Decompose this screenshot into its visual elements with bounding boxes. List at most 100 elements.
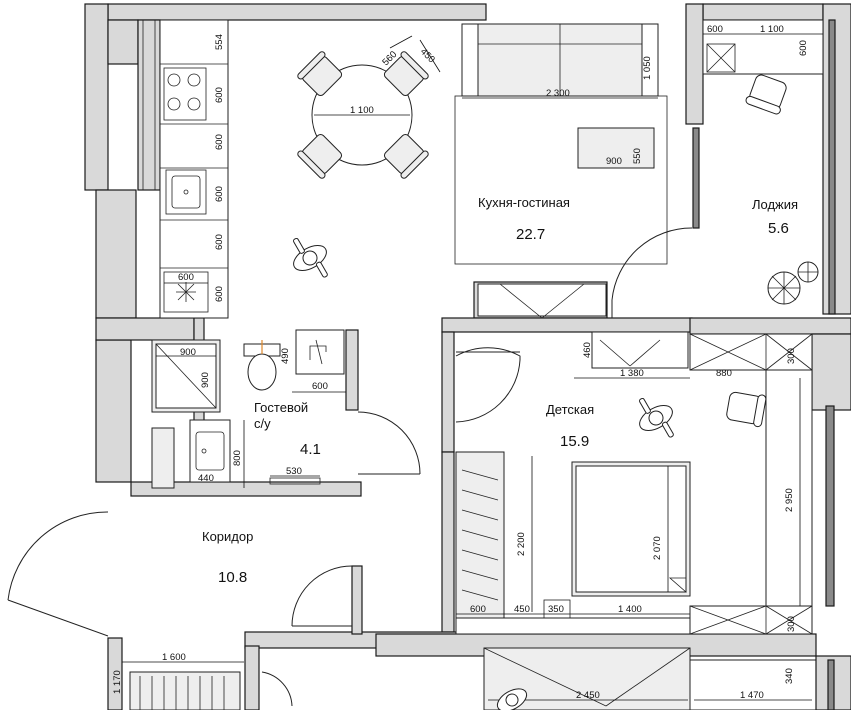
dim-600: 600 xyxy=(312,381,328,392)
bidet-icon xyxy=(295,329,345,375)
dim-2070: 2 070 xyxy=(652,536,663,560)
kids-wardrobe-top xyxy=(689,333,813,371)
door-swing xyxy=(291,565,353,627)
dim-1170: 1 170 xyxy=(112,670,123,694)
wall-left-mid xyxy=(95,189,137,319)
wall-left-upper xyxy=(84,3,109,191)
person-icon xyxy=(496,688,528,710)
dim-340: 340 xyxy=(784,668,795,684)
wall-left-stub xyxy=(107,19,139,65)
room-name-kids: Детская xyxy=(546,402,594,417)
dim-300: 300 xyxy=(786,616,797,632)
dim-600: 600 xyxy=(178,272,194,283)
person-icon xyxy=(293,237,328,278)
room-area-kids: 15.9 xyxy=(560,433,589,450)
wall-kitchen-bottom-left xyxy=(95,317,195,341)
dim-2200: 2 200 xyxy=(516,532,527,556)
carpet xyxy=(454,95,668,265)
room-name-kitchen-living: Кухня-гостиная xyxy=(478,195,570,210)
loggia-glazing xyxy=(692,127,700,229)
dim-460: 460 xyxy=(582,342,593,358)
wall-left-wc xyxy=(95,339,132,483)
wc-cabinet xyxy=(151,427,175,489)
wall-corridor-stub xyxy=(351,565,363,635)
dim-900: 900 xyxy=(606,156,622,167)
door-swing xyxy=(357,411,421,475)
kitchen-sink-icon xyxy=(165,169,207,215)
wall-wc-right xyxy=(345,329,359,411)
dim-450: 450 xyxy=(514,604,530,615)
dim-490: 490 xyxy=(280,348,291,364)
plant-icon xyxy=(767,261,819,305)
fridge-icon xyxy=(163,271,209,313)
dim-800: 800 xyxy=(232,450,243,466)
sofa xyxy=(461,23,659,97)
wall-wardrobe-left xyxy=(107,637,123,710)
dim-600: 600 xyxy=(214,234,225,250)
wall-kids-right-upper xyxy=(811,333,851,411)
dim-2450: 2 450 xyxy=(576,690,600,701)
door-swing xyxy=(611,227,693,301)
bottom-window xyxy=(827,659,835,710)
door-swing xyxy=(455,347,521,423)
corridor-wardrobe xyxy=(129,671,241,710)
dim-1100: 1 100 xyxy=(760,24,784,35)
dim-1600: 1 600 xyxy=(162,652,186,663)
tv-stand xyxy=(477,283,607,319)
dim-2950: 2 950 xyxy=(784,488,795,512)
wall-kids-left xyxy=(441,331,455,453)
wall-loggia-right xyxy=(822,3,851,315)
wall-wc-bottom xyxy=(130,481,362,497)
bottom-room-furniture xyxy=(483,647,817,710)
wall-top xyxy=(107,3,487,21)
dim-440: 440 xyxy=(198,473,214,484)
dim-554: 554 xyxy=(214,34,225,50)
dim-550: 550 xyxy=(632,148,643,164)
room-area-guest-wc: 4.1 xyxy=(300,441,321,458)
wall-corridor-left-lower xyxy=(244,645,260,710)
room-name-guest-wc-2: с/у xyxy=(254,416,271,431)
room-name-loggia: Лоджия xyxy=(752,197,798,212)
dim-1380: 1 380 xyxy=(620,368,644,379)
wall-kids-left-lower xyxy=(441,451,455,633)
wall-top-loggia xyxy=(702,3,824,21)
room-area-kitchen-living: 22.7 xyxy=(516,226,545,243)
wall-kids-top xyxy=(441,317,693,333)
dim-900: 900 xyxy=(180,347,196,358)
dim-600: 600 xyxy=(214,134,225,150)
shower-tray xyxy=(151,339,221,413)
office-chair-icon xyxy=(726,391,767,428)
kids-cabinet-right xyxy=(689,605,813,635)
coffee-table xyxy=(577,127,655,169)
wall-kitchen-loggia xyxy=(685,3,704,125)
dim-880: 880 xyxy=(716,368,732,379)
kitchen-counter xyxy=(159,19,229,319)
kitchen-window-wall xyxy=(137,19,161,191)
stove-icon xyxy=(163,67,207,121)
wc-sink-icon xyxy=(189,419,231,483)
dining-table xyxy=(297,51,429,179)
chair-icon xyxy=(745,74,787,115)
dim-1470: 1 470 xyxy=(740,690,764,701)
dim-600: 600 xyxy=(214,186,225,202)
person-icon xyxy=(639,397,674,438)
loggia-desk xyxy=(702,19,824,75)
dim-1100: 1 100 xyxy=(350,105,374,116)
wall-loggia-bottom xyxy=(689,317,851,335)
dim-600: 600 xyxy=(707,24,723,35)
dim-900: 900 xyxy=(200,372,211,388)
room-area-loggia: 5.6 xyxy=(768,220,789,237)
toilet-icon xyxy=(243,340,281,391)
dim-1400: 1 400 xyxy=(618,604,642,615)
dim-600: 600 xyxy=(470,604,486,615)
room-name-guest-wc: Гостевой xyxy=(254,400,308,415)
kids-bed xyxy=(571,461,691,597)
entrance-door-swing xyxy=(7,511,109,601)
loggia-window xyxy=(828,19,836,315)
dim-300: 300 xyxy=(786,348,797,364)
dim-600: 600 xyxy=(214,87,225,103)
dim-1050: 1 050 xyxy=(642,56,653,80)
room-area-corridor: 10.8 xyxy=(218,569,247,586)
room-name-corridor: Коридор xyxy=(202,529,253,544)
